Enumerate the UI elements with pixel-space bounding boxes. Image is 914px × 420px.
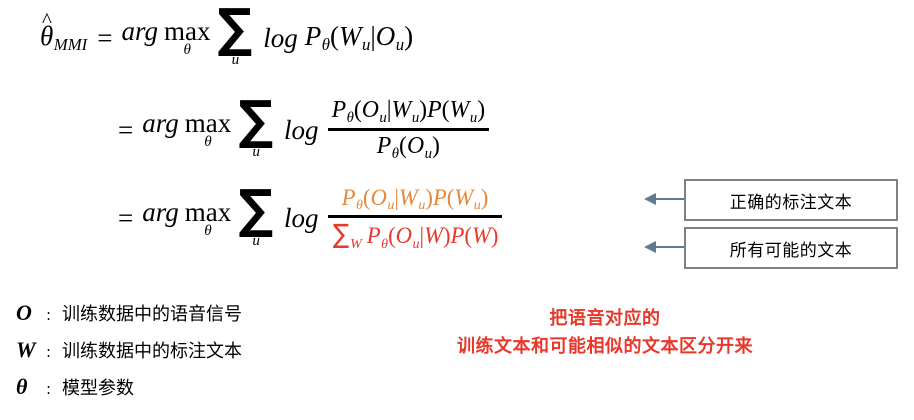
fraction-bar-2 xyxy=(327,128,490,132)
summation-2: ∑ u xyxy=(237,90,275,161)
legend-symbol-theta: θ xyxy=(16,374,28,399)
argmax-operator-3: arg max θ xyxy=(142,196,232,239)
max-subscript-1: θ xyxy=(183,41,191,58)
max-label-2: max xyxy=(184,108,232,139)
arg-label-1: arg xyxy=(121,16,158,47)
log-label-1: log xyxy=(263,22,298,53)
legend-item-theta: θ : 模型参数 xyxy=(16,374,242,400)
theta-subscript: MMI xyxy=(53,34,88,54)
sigma-icon: ∑ xyxy=(238,178,274,240)
log-label-2: log xyxy=(284,114,319,145)
legend-item-o: O : 训练数据中的语音信号 xyxy=(16,300,242,326)
legend-symbol-w: W xyxy=(16,337,36,362)
theta-mmi-symbol: ^θMMI xyxy=(40,7,88,54)
legend-item-w: W : 训练数据中的标注文本 xyxy=(16,337,242,363)
summation-1: ∑ u xyxy=(216,0,254,69)
legend-colon-theta: : xyxy=(46,380,52,398)
fraction-numerator-3: Pθ(Ou|Wu)P(Wu) xyxy=(341,185,489,214)
denominator-callout-arrow xyxy=(644,241,684,253)
summation-index-1: u xyxy=(231,52,240,69)
argmax-operator-1: arg max θ xyxy=(121,18,210,58)
summary-note-line-2: 训练文本和可能相似的文本区分开来 xyxy=(457,335,753,357)
fraction-2: Pθ(Ou|Wu)P(Wu) Pθ(Ou) xyxy=(327,97,490,162)
probability-expression-1: Pθ(Wu|Ou) xyxy=(304,20,414,54)
summation-index-2: u xyxy=(252,144,260,161)
fraction-numerator-2: Pθ(Ou|Wu)P(Wu) xyxy=(331,97,486,126)
summary-note: 把语音对应的 训练文本和可能相似的文本区分开来 xyxy=(370,305,840,361)
summation-3: ∑ u xyxy=(237,178,275,249)
max-label-3: max xyxy=(184,196,232,227)
sigma-icon: ∑ xyxy=(238,90,274,152)
max-subscript-2: θ xyxy=(204,133,212,150)
fraction-denominator-2: Pθ(Ou) xyxy=(376,133,440,162)
symbol-legend: O : 训练数据中的语音信号 W : 训练数据中的标注文本 θ : 模型参数 xyxy=(16,300,242,411)
legend-text-o: 训练数据中的语音信号 xyxy=(62,304,242,325)
legend-colon-o: : xyxy=(46,306,52,324)
max-subscript-3: θ xyxy=(204,222,212,239)
equation-line-2: = arg max θ ∑ u log Pθ(Ou|Wu)P(Wu) Pθ(Ou… xyxy=(118,90,491,162)
denominator-callout-label: 所有可能的文本 xyxy=(729,240,853,261)
summary-note-line-1: 把语音对应的 xyxy=(549,308,661,329)
numerator-callout-label: 正确的标注文本 xyxy=(729,192,853,213)
legend-text-w: 训练数据中的标注文本 xyxy=(62,341,242,362)
summation-index-3: u xyxy=(252,232,260,249)
legend-symbol-o: O xyxy=(16,300,32,325)
legend-colon-w: : xyxy=(46,343,52,361)
fraction-bar-3 xyxy=(327,215,503,219)
sigma-icon: ∑ xyxy=(217,0,253,59)
argmax-operator-2: arg max θ xyxy=(142,110,231,150)
equals-sign-2: = xyxy=(118,114,134,145)
max-label-1: max xyxy=(163,16,211,47)
denominator-callout[interactable]: 所有可能的文本 xyxy=(684,227,898,269)
arg-label-2: arg xyxy=(142,108,179,139)
numerator-callout[interactable]: 正确的标注文本 xyxy=(684,179,898,221)
log-label-3: log xyxy=(284,203,319,234)
equals-sign-1: = xyxy=(97,22,113,53)
arg-label-3: arg xyxy=(142,196,179,227)
legend-text-theta: 模型参数 xyxy=(62,378,134,399)
numerator-callout-arrow xyxy=(644,193,684,205)
equals-sign-3: = xyxy=(118,203,134,234)
equation-line-1: ^θMMI = arg max θ ∑ u log Pθ(Wu|Ou) xyxy=(40,0,414,69)
